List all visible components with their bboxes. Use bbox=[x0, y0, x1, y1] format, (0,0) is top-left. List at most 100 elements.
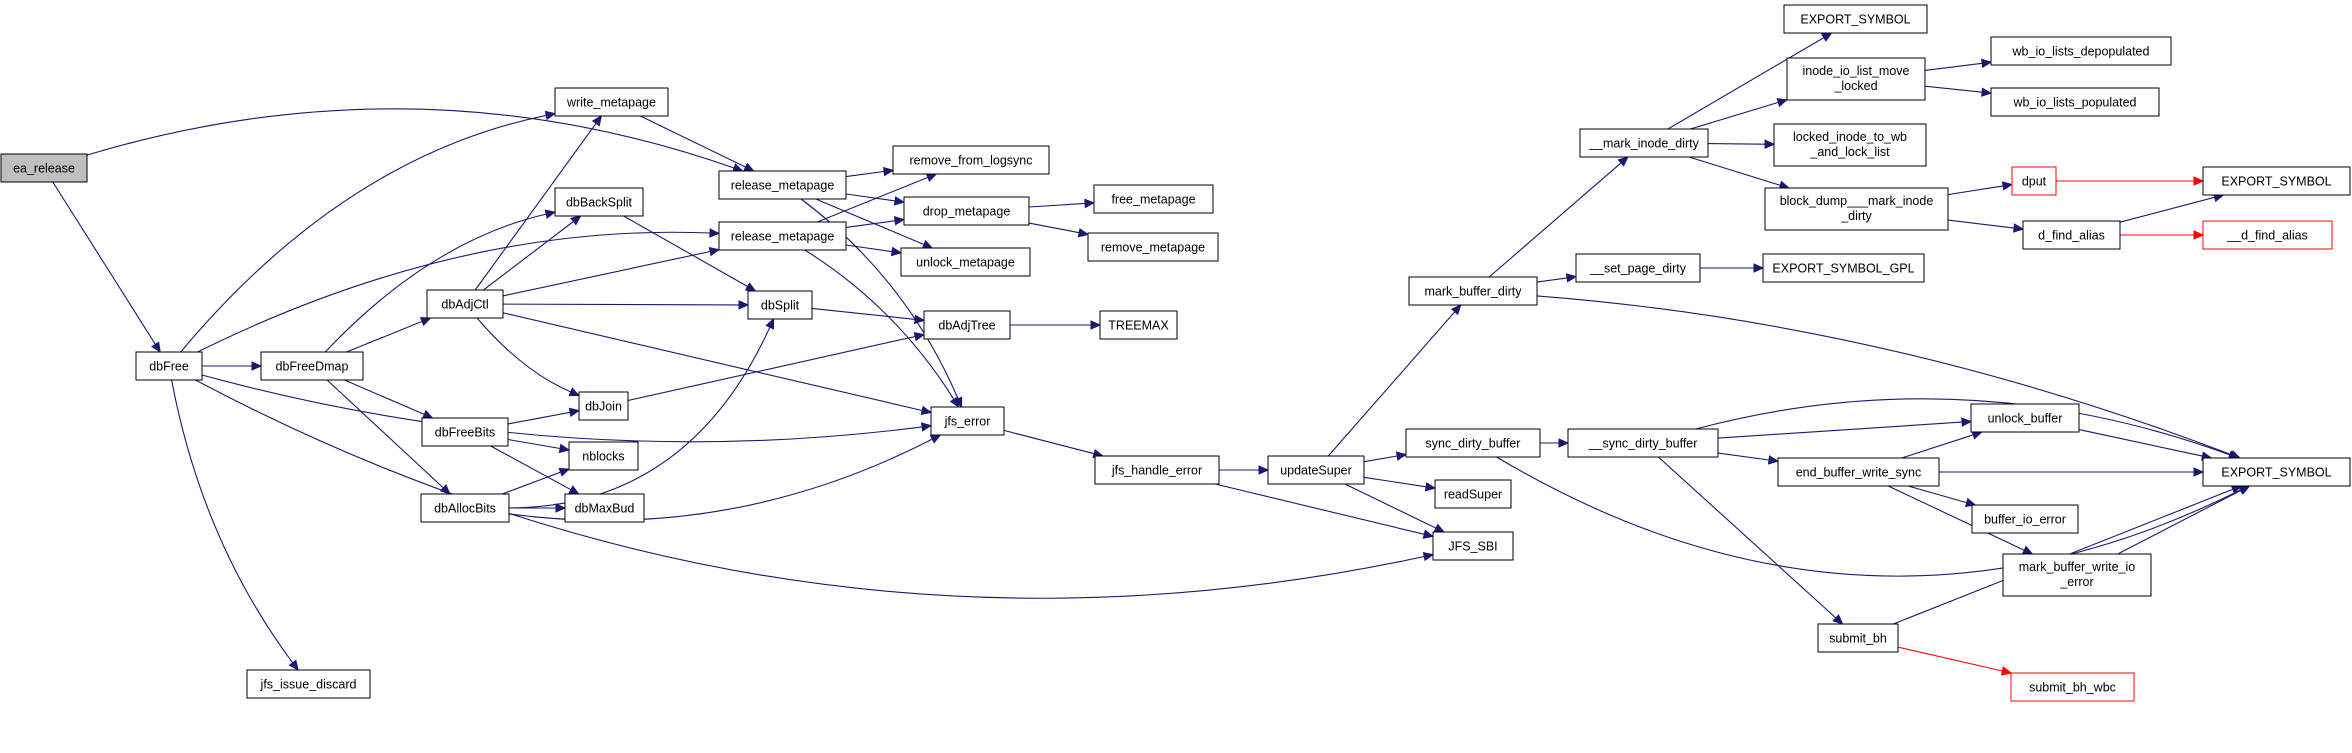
node-box bbox=[2202, 220, 2333, 250]
node-treemax[interactable]: TREEMAX bbox=[1099, 310, 1178, 340]
node-label: EXPORT_SYMBOL bbox=[2221, 175, 2331, 189]
node-mark-inode-dirty[interactable]: __mark_inode_dirty bbox=[1579, 128, 1709, 158]
node-label: EXPORT_SYMBOL bbox=[2221, 466, 2331, 480]
node-export-symbol-right[interactable]: EXPORT_SYMBOL bbox=[2202, 457, 2351, 487]
node-dbjoin[interactable]: dbJoin bbox=[578, 391, 629, 421]
node-inode-io-list-move-locked[interactable]: inode_io_list_move_locked bbox=[1786, 57, 1926, 101]
node-box bbox=[2202, 166, 2351, 196]
node-label: remove_from_logsync bbox=[910, 154, 1033, 168]
node-label: updateSuper bbox=[1280, 464, 1352, 478]
node-jfs-error[interactable]: jfs_error bbox=[930, 406, 1005, 436]
node-box bbox=[1764, 187, 1949, 231]
node-box bbox=[1970, 403, 2080, 433]
edge-dbfree-to-release-metapage-2 bbox=[197, 228, 721, 353]
node-dbfreebits[interactable]: dbFreeBits bbox=[421, 417, 509, 447]
edge-jfs-handle-error-to-jfs-sbi bbox=[1215, 483, 1435, 539]
node-box bbox=[554, 187, 644, 217]
node-box bbox=[1762, 253, 1925, 283]
node-label: dbAdjTree bbox=[938, 319, 995, 333]
node-submit-bh[interactable]: submit_bh bbox=[1817, 623, 1899, 653]
node-box bbox=[1432, 531, 1514, 561]
node-box bbox=[747, 290, 813, 320]
node-nblocks[interactable]: nblocks bbox=[568, 441, 639, 471]
node-label: dbBackSplit bbox=[566, 196, 633, 210]
node-jfs-issue-discard[interactable]: jfs_issue_discard bbox=[246, 669, 371, 699]
edge-sync-dirty-buffer-to-submit-bh bbox=[1658, 456, 1844, 625]
node-box bbox=[260, 351, 364, 381]
node-release-metapage-1[interactable]: release_metapage bbox=[718, 170, 847, 200]
node-d-find-alias[interactable]: __d_find_alias bbox=[2202, 220, 2333, 250]
node-export-symbol-gpl[interactable]: EXPORT_SYMBOL_GPL bbox=[1762, 253, 1925, 283]
node-dbfreedmap[interactable]: dbFreeDmap bbox=[260, 351, 364, 381]
node-drop-metapage[interactable]: drop_metapage bbox=[903, 196, 1030, 226]
node-label: nblocks bbox=[582, 450, 624, 464]
node-submit-bh-wbc[interactable]: submit_bh_wbc bbox=[2010, 672, 2135, 702]
node-label: sync_dirty_buffer bbox=[1426, 437, 1521, 451]
node-dbadjctl[interactable]: dbAdjCtl bbox=[426, 289, 504, 319]
edge-drop-metapage-to-remove-metapage bbox=[1028, 222, 1090, 238]
node-dbbacksplit[interactable]: dbBackSplit bbox=[554, 187, 644, 217]
edge-dput-to-export-symbol-mid bbox=[2056, 176, 2205, 186]
node-release-metapage-2[interactable]: release_metapage bbox=[718, 221, 847, 251]
node-jfs-sbi[interactable]: JFS_SBI bbox=[1432, 531, 1514, 561]
node-label: dbAdjCtl bbox=[441, 298, 488, 312]
node-write-metapage[interactable]: write_metapage bbox=[554, 87, 669, 117]
node-box bbox=[1087, 232, 1219, 262]
node-box bbox=[1971, 504, 2079, 534]
node-dbadjtree[interactable]: dbAdjTree bbox=[923, 310, 1011, 340]
node-set-page-dirty[interactable]: __set_page_dirty bbox=[1575, 253, 1701, 283]
node-label: dbFreeBits bbox=[435, 426, 495, 440]
node-box bbox=[2022, 220, 2121, 250]
node-dbfree[interactable]: dbFree bbox=[135, 351, 203, 381]
node-jfs-handle-error[interactable]: jfs_handle_error bbox=[1094, 455, 1220, 485]
node-label: dbAllocBits bbox=[434, 502, 496, 516]
node-ea-release[interactable]: ea_release bbox=[0, 153, 88, 183]
edge-jfs-error-to-jfs-handle-error bbox=[1003, 429, 1105, 459]
node-label: inode_io_list_move bbox=[1802, 64, 1909, 78]
node-label: dbMaxBud bbox=[575, 502, 635, 516]
node-mark-buffer-dirty[interactable]: mark_buffer_dirty bbox=[1408, 276, 1538, 306]
node-label: dput bbox=[2022, 175, 2047, 189]
node-updatesuper[interactable]: updateSuper bbox=[1267, 455, 1365, 485]
node-export-symbol-mid[interactable]: EXPORT_SYMBOL bbox=[2202, 166, 2351, 196]
edge-sync-dirty-buffer-to-unlock-buffer bbox=[1717, 417, 1973, 439]
node-end-buffer-write-sync[interactable]: end_buffer_write_sync bbox=[1777, 457, 1940, 487]
call-edges bbox=[52, 32, 2251, 676]
edge-mark-inode-dirty-to-locked-inode-to-wb-and-lock-list bbox=[1707, 139, 1776, 149]
edge-dbfreedmap-to-dbadjctl bbox=[346, 317, 432, 353]
node-unlock-metapage[interactable]: unlock_metapage bbox=[900, 247, 1031, 277]
node-remove-metapage[interactable]: remove_metapage bbox=[1087, 232, 1219, 262]
edge-block-dump---mark-inode-dirty-to-d-find-alias bbox=[1947, 219, 2025, 233]
node-dput[interactable]: dput bbox=[2011, 166, 2057, 196]
node-block-dump---mark-inode-dirty[interactable]: block_dump___mark_inode_dirty bbox=[1764, 187, 1949, 231]
node-export-symbol-top[interactable]: EXPORT_SYMBOL bbox=[1783, 4, 1928, 34]
edge-dbadjctl-to-release-metapage-2 bbox=[502, 246, 721, 297]
node-dbmaxbud[interactable]: dbMaxBud bbox=[564, 493, 645, 523]
node-dbsplit[interactable]: dbSplit bbox=[747, 290, 813, 320]
node-sync-dirty-buffer[interactable]: __sync_dirty_buffer bbox=[1567, 428, 1719, 458]
node-label: jfs_issue_discard bbox=[260, 678, 357, 692]
node-sync-dirty-buffer[interactable]: sync_dirty_buffer bbox=[1405, 428, 1541, 458]
node-label: wb_io_lists_populated bbox=[2012, 96, 2136, 110]
node-box bbox=[1405, 428, 1541, 458]
node-wb-io-lists-depopulated[interactable]: wb_io_lists_depopulated bbox=[1990, 36, 2172, 66]
node-unlock-buffer[interactable]: unlock_buffer bbox=[1970, 403, 2080, 433]
node-box bbox=[718, 170, 847, 200]
node-readsuper[interactable]: readSuper bbox=[1434, 479, 1512, 509]
node-remove-from-logsync[interactable]: remove_from_logsync bbox=[892, 145, 1050, 175]
edge-updatesuper-to-sync-dirty-buffer bbox=[1363, 451, 1408, 463]
edge-end-buffer-write-sync-to-buffer-io-error bbox=[1907, 485, 1977, 508]
node-buffer-io-error[interactable]: buffer_io_error bbox=[1971, 504, 2079, 534]
node-box bbox=[1575, 253, 1701, 283]
node-box bbox=[718, 221, 847, 251]
node-dballocbits[interactable]: dbAllocBits bbox=[420, 493, 510, 523]
node-d-find-alias[interactable]: d_find_alias bbox=[2022, 220, 2121, 250]
node-label: submit_bh_wbc bbox=[2029, 681, 2116, 695]
node-wb-io-lists-populated[interactable]: wb_io_lists_populated bbox=[1990, 87, 2160, 117]
node-mark-buffer-write-io-error[interactable]: mark_buffer_write_io_error bbox=[2002, 553, 2152, 597]
node-label: TREEMAX bbox=[1108, 319, 1169, 333]
edge-updatesuper-to-jfs-sbi bbox=[1344, 483, 1446, 533]
node-box bbox=[1579, 128, 1709, 158]
node-locked-inode-to-wb-and-lock-list[interactable]: locked_inode_to_wb_and_lock_list bbox=[1773, 123, 1927, 167]
node-free-metapage[interactable]: free_metapage bbox=[1093, 184, 1214, 214]
